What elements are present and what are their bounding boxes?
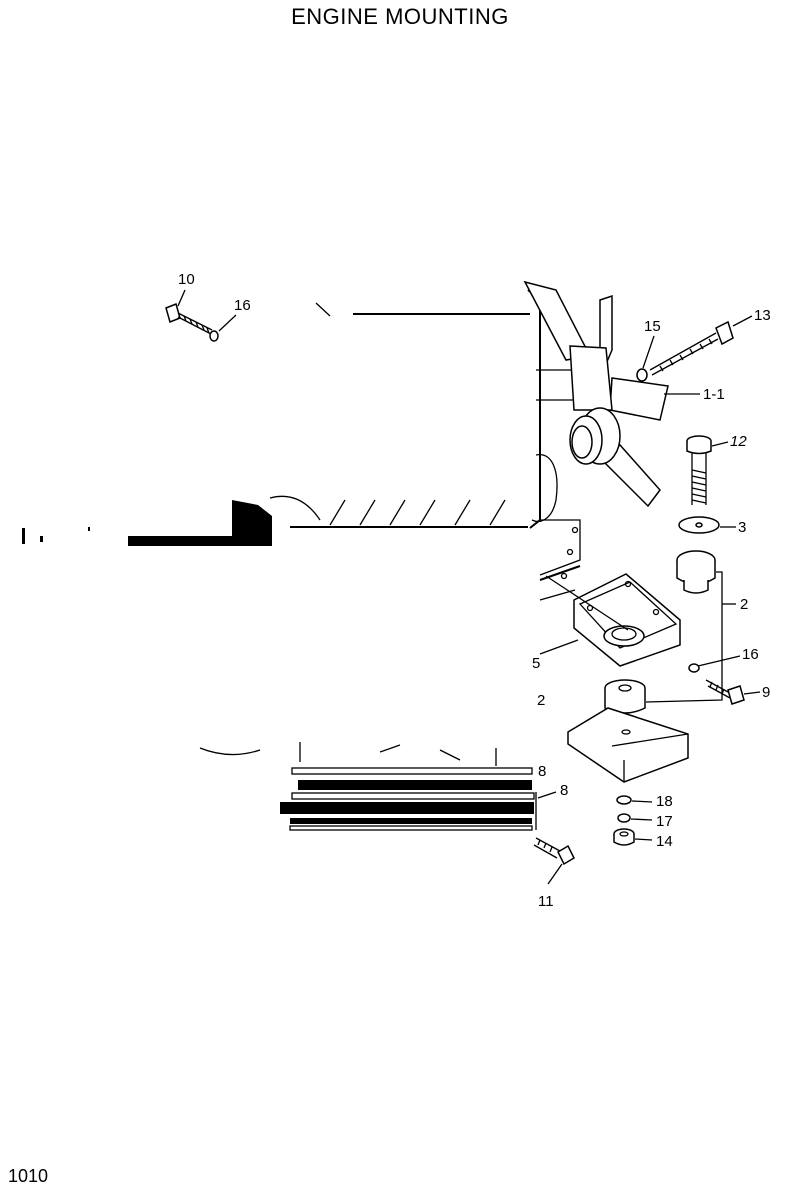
bracket-2-line xyxy=(645,571,723,703)
page-title: ENGINE MOUNTING xyxy=(291,4,509,29)
callout-10: 10 xyxy=(178,271,195,288)
page-number: 1010 xyxy=(8,1166,49,1186)
leader-13 xyxy=(732,315,753,327)
callout-16-upper: 16 xyxy=(234,297,251,314)
bolt-12 xyxy=(686,435,712,505)
frame-bracket xyxy=(567,707,689,783)
frame-rails xyxy=(199,742,537,831)
washer-3 xyxy=(678,516,720,534)
leader-17 xyxy=(630,818,653,821)
callout-5: 5 xyxy=(532,655,540,672)
callout-15: 15 xyxy=(644,318,661,335)
leader-8b xyxy=(537,791,557,799)
leader-10 xyxy=(177,289,186,307)
callout-17: 17 xyxy=(656,813,673,830)
leader-16-lower xyxy=(697,655,741,667)
leader-18 xyxy=(631,800,653,803)
washer-15 xyxy=(636,368,648,382)
washer-18 xyxy=(616,795,632,805)
bolt-9 xyxy=(705,679,745,705)
callout-14: 14 xyxy=(656,833,673,850)
callout-16-lower: 16 xyxy=(742,646,759,663)
callout-1-1: 1-1 xyxy=(703,386,725,403)
fan-assembly xyxy=(523,280,669,508)
callout-13: 13 xyxy=(754,307,771,324)
rubber-mount-upper xyxy=(676,550,716,594)
leader-15 xyxy=(642,335,655,369)
callout-12: 12 xyxy=(730,433,747,450)
callout-18: 18 xyxy=(656,793,673,810)
callout-3: 3 xyxy=(738,519,746,536)
leader-11 xyxy=(547,863,563,885)
callout-8-upper: 8 xyxy=(538,763,546,780)
rubber-mount-lower xyxy=(604,679,646,714)
leader-16-upper xyxy=(218,314,237,332)
callout-8-lower: 8 xyxy=(560,782,568,799)
bolt-11 xyxy=(533,837,575,866)
leader-12 xyxy=(711,441,729,447)
nut-14 xyxy=(613,828,635,846)
washer-16-lower xyxy=(688,663,700,673)
callout-2-upper: 2 xyxy=(740,596,748,613)
bolt-10 xyxy=(165,302,213,335)
engine-bracket xyxy=(545,573,681,667)
leader-5 xyxy=(539,639,579,655)
callout-9: 9 xyxy=(762,684,770,701)
leader-14 xyxy=(634,838,653,841)
callout-2-lower: 2 xyxy=(537,692,545,709)
lock-washer-17 xyxy=(617,813,631,823)
bolt-13 xyxy=(649,320,734,376)
washer-16-upper xyxy=(209,330,219,342)
leader-9 xyxy=(743,691,761,695)
callout-11: 11 xyxy=(538,893,554,910)
engine-block xyxy=(22,289,581,601)
